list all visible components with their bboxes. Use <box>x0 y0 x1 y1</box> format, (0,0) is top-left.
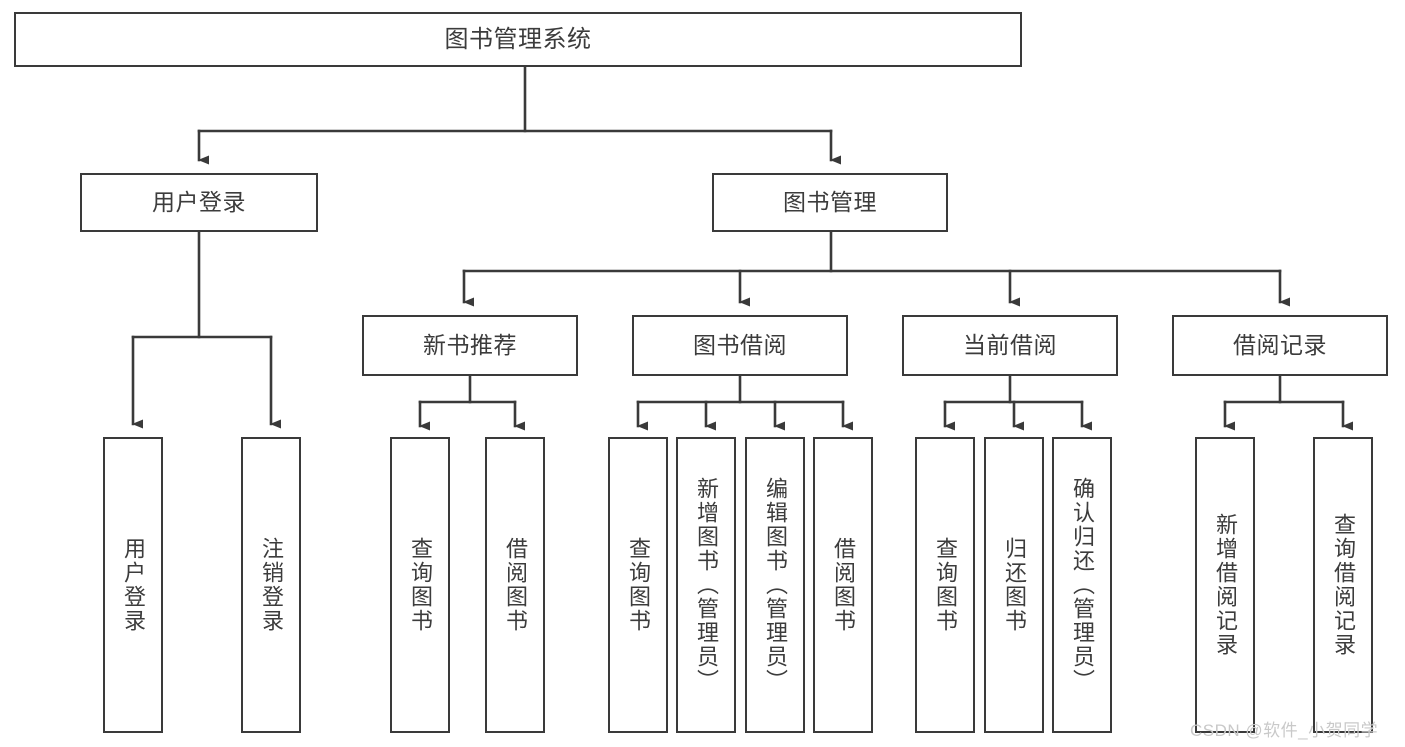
node-leaf-return-book[interactable]: 归还图书 <box>984 437 1044 733</box>
node-leaf-query-book-3[interactable]: 查询图书 <box>915 437 975 733</box>
node-leaf-logout-login[interactable]: 注销登录 <box>241 437 301 733</box>
node-label: 借阅记录 <box>1233 332 1327 359</box>
node-label: 图书管理系统 <box>444 25 592 53</box>
node-root-book-management-system[interactable]: 图书管理系统 <box>14 12 1022 67</box>
node-user-login[interactable]: 用户登录 <box>80 173 318 232</box>
node-leaf-borrow-book-1[interactable]: 借阅图书 <box>485 437 545 733</box>
node-label: 用户登录 <box>120 537 146 633</box>
node-current-borrow[interactable]: 当前借阅 <box>902 315 1118 376</box>
node-label: 借阅图书 <box>502 537 528 633</box>
node-book-manage[interactable]: 图书管理 <box>712 173 948 232</box>
node-label: 图书管理 <box>783 189 877 216</box>
node-label: 确认归还（管理员） <box>1069 477 1095 693</box>
node-label: 查询图书 <box>932 537 958 633</box>
node-label: 新增借阅记录 <box>1212 513 1238 657</box>
node-label: 图书借阅 <box>693 332 787 359</box>
node-leaf-user-login[interactable]: 用户登录 <box>103 437 163 733</box>
node-leaf-query-book-2[interactable]: 查询图书 <box>608 437 668 733</box>
node-leaf-edit-book[interactable]: 编辑图书（管理员） <box>745 437 805 733</box>
node-label: 注销登录 <box>258 537 284 633</box>
node-label: 查询图书 <box>407 537 433 633</box>
node-label: 借阅图书 <box>830 537 856 633</box>
csdn-watermark: CSDN @软件_小贺同学 <box>1190 721 1379 740</box>
node-label: 当前借阅 <box>963 332 1057 359</box>
node-borrow-record[interactable]: 借阅记录 <box>1172 315 1388 376</box>
node-leaf-add-record[interactable]: 新增借阅记录 <box>1195 437 1255 733</box>
node-label: 查询借阅记录 <box>1330 513 1356 657</box>
node-leaf-confirm-return[interactable]: 确认归还（管理员） <box>1052 437 1112 733</box>
node-leaf-query-record[interactable]: 查询借阅记录 <box>1313 437 1373 733</box>
node-label: 新书推荐 <box>423 332 517 359</box>
node-label: 编辑图书（管理员） <box>762 477 788 693</box>
node-book-borrow[interactable]: 图书借阅 <box>632 315 848 376</box>
node-leaf-query-book-1[interactable]: 查询图书 <box>390 437 450 733</box>
node-label: 用户登录 <box>152 189 246 216</box>
node-label: 查询图书 <box>625 537 651 633</box>
node-label: 新增图书（管理员） <box>693 477 719 693</box>
node-leaf-borrow-book-2[interactable]: 借阅图书 <box>813 437 873 733</box>
node-label: 归还图书 <box>1001 537 1027 633</box>
node-new-book-recommend[interactable]: 新书推荐 <box>362 315 578 376</box>
node-leaf-add-book[interactable]: 新增图书（管理员） <box>676 437 736 733</box>
